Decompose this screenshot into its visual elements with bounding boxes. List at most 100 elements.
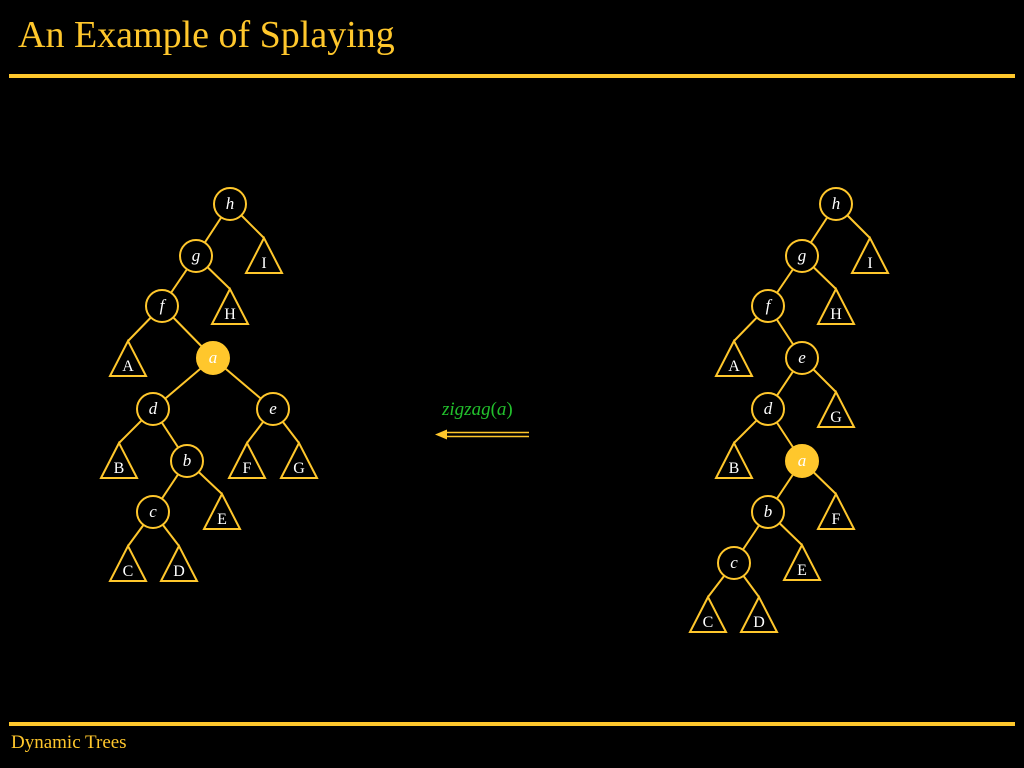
left-node-label-c: c	[149, 502, 157, 521]
left-subtree-triangle-D	[159, 543, 199, 582]
right-subtree-D: D	[739, 594, 779, 633]
right-subtree-C: C	[688, 594, 728, 633]
left-subtree-F: F	[227, 440, 267, 479]
left-node-e: e	[256, 392, 290, 426]
right-node-h: h	[819, 187, 853, 221]
right-subtree-triangle-A	[714, 338, 754, 377]
left-node-circle-b	[170, 444, 204, 478]
right-node-label-c: c	[730, 553, 738, 572]
right-subtree-label-C: C	[703, 614, 714, 631]
right-node-label-f: f	[766, 296, 773, 315]
left-node-label-e: e	[269, 399, 277, 418]
right-subtree-label-G: G	[830, 409, 842, 426]
right-subtree-G: G	[816, 389, 856, 428]
left-node-circle-d	[136, 392, 170, 426]
right-node-c: c	[717, 546, 751, 580]
right-node-circle-g	[785, 239, 819, 273]
right-subtree-triangle-G	[816, 389, 856, 428]
left-node-h: h	[213, 187, 247, 221]
left-subtree-triangle-E	[202, 491, 242, 530]
left-node-label-g: g	[192, 246, 201, 265]
left-node-g: g	[179, 239, 213, 273]
right-subtree-triangle-E	[782, 542, 822, 581]
right-node-a: a	[785, 444, 819, 478]
operation-name: zigzag	[442, 399, 491, 420]
left-subtree-E: E	[202, 491, 242, 530]
left-subtree-A: A	[108, 338, 148, 377]
left-subtree-label-B: B	[114, 460, 125, 477]
right-node-circle-d	[751, 392, 785, 426]
left-node-label-a: a	[209, 348, 218, 367]
left-node-label-f: f	[160, 296, 167, 315]
left-node-c: c	[136, 495, 170, 529]
right-subtree-B: B	[714, 440, 754, 479]
left-subtree-C: C	[108, 543, 148, 582]
left-subtree-label-D: D	[173, 563, 185, 580]
slide-footer: Dynamic Trees	[11, 732, 127, 753]
right-subtree-label-F: F	[832, 511, 841, 528]
right-node-circle-h	[819, 187, 853, 221]
right-subtree-label-H: H	[830, 306, 842, 323]
left-node-circle-g	[179, 239, 213, 273]
right-node-circle-a	[785, 444, 819, 478]
left-subtree-triangle-H	[210, 286, 250, 325]
left-subtree-triangle-A	[108, 338, 148, 377]
left-subtree-I: I	[244, 235, 284, 274]
right-node-label-a: a	[798, 451, 807, 470]
right-subtree-triangle-F	[816, 491, 856, 530]
right-node-circle-f	[751, 289, 785, 323]
right-subtree-triangle-C	[688, 594, 728, 633]
right-node-f: f	[751, 289, 785, 323]
right-subtree-E: E	[782, 542, 822, 581]
left-tree: I H A B F G E C Dh g f a d e b c	[99, 187, 319, 582]
right-node-b: b	[751, 495, 785, 529]
left-subtree-D: D	[159, 543, 199, 582]
left-subtree-label-A: A	[122, 358, 134, 375]
right-node-label-h: h	[832, 194, 841, 213]
left-subtree-triangle-C	[108, 543, 148, 582]
right-node-label-b: b	[764, 502, 773, 521]
left-node-circle-f	[145, 289, 179, 323]
operation-label: zigzag(a)	[442, 399, 532, 421]
left-subtree-G: G	[279, 440, 319, 479]
operation-close-paren: )	[506, 399, 513, 420]
right-node-label-d: d	[764, 399, 773, 418]
right-node-g: g	[785, 239, 819, 273]
right-subtree-label-A: A	[728, 358, 740, 375]
right-subtree-H: H	[816, 286, 856, 325]
left-node-b: b	[170, 444, 204, 478]
right-subtree-I: I	[850, 235, 890, 274]
right-node-e: e	[785, 341, 819, 375]
right-subtree-label-I: I	[867, 255, 872, 272]
left-arrow-icon	[435, 429, 529, 440]
operation-argument: a	[496, 399, 507, 420]
left-node-d: d	[136, 392, 170, 426]
left-subtree-triangle-B	[99, 440, 139, 479]
left-node-label-h: h	[226, 194, 235, 213]
left-subtree-H: H	[210, 286, 250, 325]
right-subtree-triangle-B	[714, 440, 754, 479]
right-tree: I H A G B FE C Dh g f e d a b c	[688, 187, 890, 633]
right-node-circle-c	[717, 546, 751, 580]
left-subtree-triangle-I	[244, 235, 284, 274]
right-node-circle-b	[751, 495, 785, 529]
right-subtree-A: A	[714, 338, 754, 377]
left-node-label-b: b	[183, 451, 192, 470]
left-subtree-triangle-G	[279, 440, 319, 479]
left-node-circle-c	[136, 495, 170, 529]
left-subtree-label-H: H	[224, 306, 236, 323]
right-subtree-triangle-H	[816, 286, 856, 325]
operation-open-paren: (	[490, 399, 497, 420]
left-node-circle-a	[196, 341, 230, 375]
title-rule	[9, 74, 1015, 78]
left-node-a: a	[196, 341, 230, 375]
left-subtree-label-G: G	[293, 460, 305, 477]
left-subtree-B: B	[99, 440, 139, 479]
right-node-d: d	[751, 392, 785, 426]
right-subtree-triangle-D	[739, 594, 779, 633]
left-subtree-triangle-F	[227, 440, 267, 479]
left-node-label-d: d	[149, 399, 158, 418]
left-node-circle-e	[256, 392, 290, 426]
right-node-label-g: g	[798, 246, 807, 265]
right-subtree-triangle-I	[850, 235, 890, 274]
